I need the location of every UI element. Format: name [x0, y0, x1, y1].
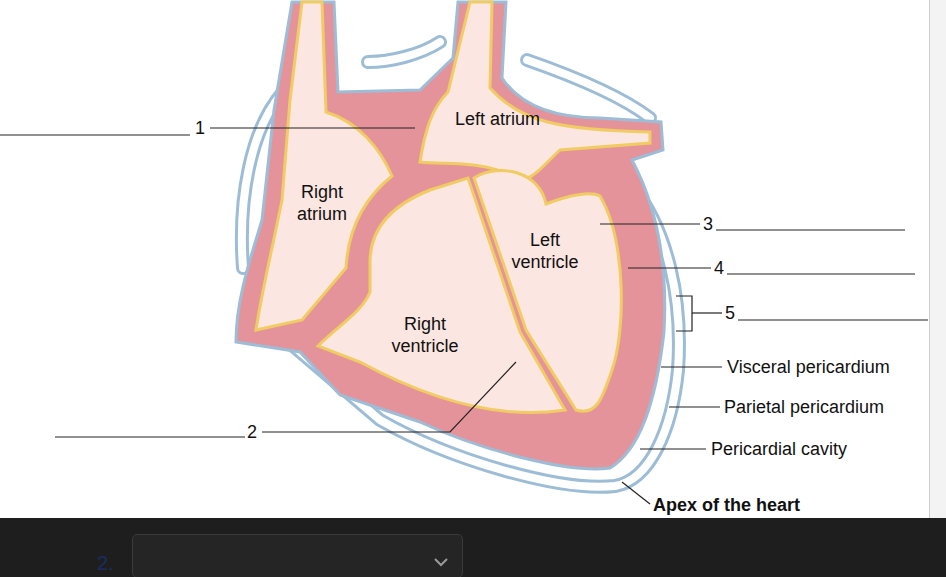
bracket: [676, 296, 692, 331]
callout-number: 5: [725, 302, 735, 324]
pericardium-band: [368, 42, 440, 62]
chevron-icon: [431, 557, 451, 569]
leader-line: [628, 267, 711, 268]
callout-number: 2: [247, 421, 257, 443]
pericardium-band: [368, 42, 440, 62]
myocardium: [236, 2, 665, 469]
part-label: Visceral pericardium: [727, 356, 890, 378]
callout-number: 1: [195, 117, 205, 139]
leader-line: [262, 362, 516, 432]
chambers: [256, 2, 650, 413]
question-number: 2.: [97, 552, 114, 575]
leader-line: [692, 312, 722, 313]
part-label: Left ventricle: [498, 229, 592, 273]
leader-line: [210, 127, 415, 128]
part-label: Parietal pericardium: [724, 396, 884, 418]
answer-line: [738, 319, 928, 320]
leader-line: [661, 366, 722, 367]
part-label: Right atrium: [282, 181, 362, 225]
leader-line: [600, 223, 700, 224]
leader-lines: [0, 128, 928, 504]
callout-number: 3: [703, 213, 713, 235]
answer-line: [727, 273, 915, 274]
page-edge: [929, 0, 946, 518]
part-label: Pericardial cavity: [711, 438, 847, 460]
chevron-line: [435, 559, 447, 565]
dropdown-box: 2.: [132, 534, 463, 577]
callout-number: 4: [714, 257, 724, 279]
left-atrium-chamber: [420, 2, 650, 179]
part-label: Left atrium: [455, 108, 540, 130]
answer-line: [0, 134, 190, 135]
leader-line: [669, 406, 720, 407]
leader-line: [622, 482, 650, 504]
part-label: Right ventricle: [378, 313, 472, 357]
answer-line: [55, 436, 245, 437]
part-label: Apex of the heart: [653, 494, 800, 516]
answer-line: [716, 229, 905, 230]
leader-line: [640, 448, 706, 449]
left-ventricle-chamber: [474, 170, 621, 411]
